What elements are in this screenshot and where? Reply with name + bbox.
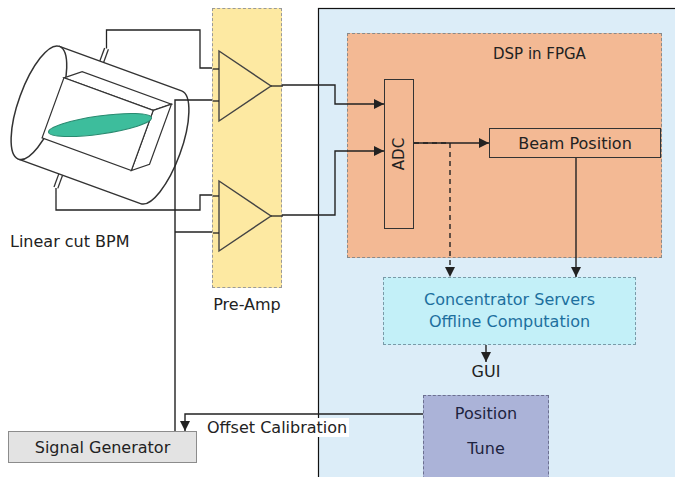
part-label: Linear cut BPM [10, 232, 130, 251]
node-text: Tune [467, 439, 504, 458]
gui-panel: GUI PositionTune [423, 362, 549, 477]
feedthrough-pin [100, 48, 105, 61]
fpga-region: DSP in FPGA ADC Beam Position [347, 33, 662, 258]
feedthrough-pin [104, 49, 109, 62]
pickup-wire [107, 30, 213, 68]
node-title: GUI [472, 362, 501, 381]
amplifier-symbol [219, 181, 271, 251]
node-title: Signal Generator [35, 438, 170, 457]
calibration-wire [175, 231, 212, 232]
connector-label: Offset Calibration [205, 418, 349, 437]
amplifier-lead [271, 215, 283, 216]
signal-connector [414, 143, 450, 277]
signal-connector [575, 158, 576, 277]
feedthrough-pin [54, 174, 59, 187]
server-box: Concentrator Servers Offline Computation [383, 277, 636, 345]
node-title: ADC [390, 138, 408, 170]
signal-connector [282, 151, 384, 215]
process-box: Beam Position [489, 128, 661, 158]
amplifier-lead [213, 195, 219, 196]
signal-connector [282, 85, 384, 104]
node-text: Position [455, 404, 517, 423]
amplifier-lead [213, 100, 219, 101]
feedthrough-pin [58, 175, 63, 188]
electrode-box [42, 78, 153, 171]
amplifier-art [213, 9, 283, 289]
amplifier-lead [213, 68, 219, 69]
amplifier-symbol [219, 51, 271, 121]
system-panel [319, 9, 675, 477]
node-title: Beam Position [518, 134, 632, 153]
pickup-wire [56, 188, 212, 210]
generator-box: Signal Generator [8, 431, 197, 463]
amplifier-lead [271, 85, 283, 86]
signal-connector [485, 345, 486, 362]
signal-connector [175, 100, 212, 431]
gui-box: PositionTune [423, 395, 549, 477]
amplifier-lead [213, 232, 219, 233]
node-title: DSP in FPGA [493, 45, 586, 63]
linear-cut-plate [47, 109, 152, 141]
adc-box: ADC [384, 79, 414, 229]
node-title: Pre-Amp [213, 295, 281, 314]
preamp-band: Pre-Amp [212, 8, 282, 288]
node-title: Concentrator Servers Offline Computation [407, 289, 612, 332]
